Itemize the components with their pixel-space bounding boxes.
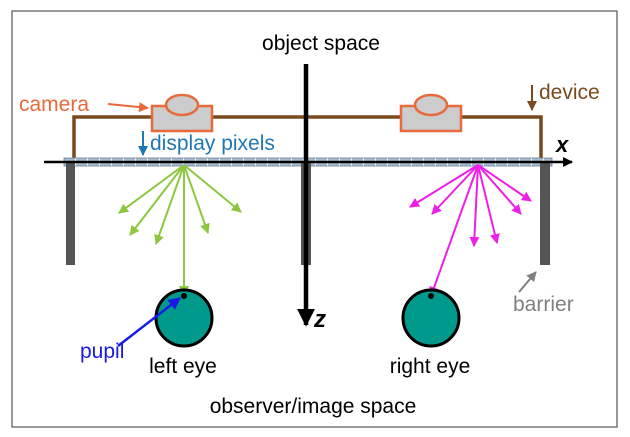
camera-pointer-arrow <box>107 102 149 113</box>
device-label: device <box>539 81 600 104</box>
observer-space-label: observer/image space <box>210 395 417 418</box>
camera-label: camera <box>19 93 89 116</box>
display-pixels-label: display pixels <box>150 132 275 155</box>
barrier-right <box>540 163 550 265</box>
x-axis-label: x <box>555 132 569 157</box>
barrier-left <box>66 163 75 265</box>
pupil-label: pupil <box>80 340 124 363</box>
left-eye-label: left eye <box>149 355 217 378</box>
left-light-rays <box>118 164 242 296</box>
eye-icon <box>401 288 461 348</box>
camera-icon <box>399 93 463 133</box>
pupil-pointer-arrow <box>117 297 181 347</box>
right-eye-label: right eye <box>390 355 471 378</box>
barrier-label: barrier <box>513 293 574 316</box>
eye-icon <box>154 288 214 348</box>
figure-frame <box>11 10 618 428</box>
object-space-label: object space <box>262 32 380 55</box>
camera-icon <box>150 93 214 133</box>
z-axis-label: z <box>313 306 326 333</box>
right-light-rays <box>409 164 532 297</box>
barrier-pointer-arrow <box>518 271 537 293</box>
